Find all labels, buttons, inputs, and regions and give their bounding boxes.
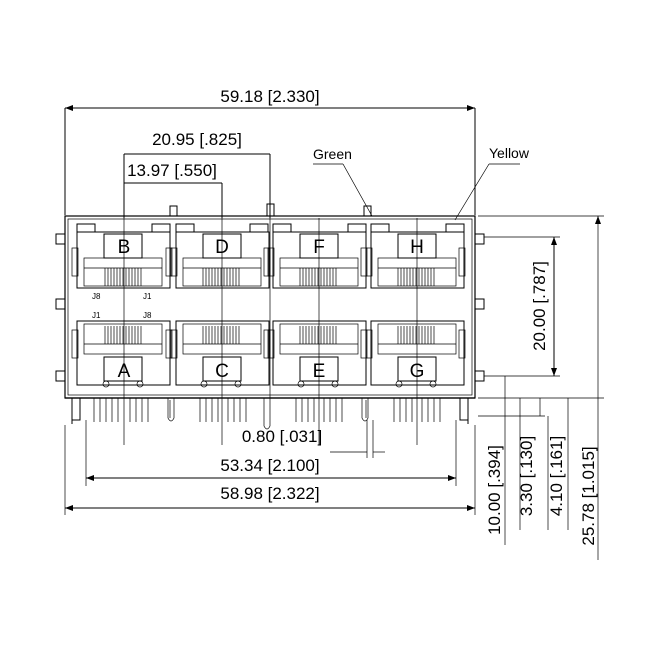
port-g: G bbox=[370, 320, 465, 386]
dim-v1-label: 10.00 [.394] bbox=[485, 445, 504, 535]
yellow-led-callout: Yellow bbox=[454, 145, 530, 221]
top-row-ports: B D F H bbox=[71, 231, 466, 289]
bottom-row-ports: A C E G bbox=[71, 320, 466, 388]
pin-j8-top: J8 bbox=[92, 292, 101, 301]
pin-markers: J8 J1 J1 J8 bbox=[92, 292, 152, 320]
row-height-label: 20.00 [.787] bbox=[530, 261, 549, 351]
port-d: D bbox=[175, 231, 270, 289]
dim-v4-label: 25.78 [1.015] bbox=[579, 446, 598, 545]
port-f: F bbox=[272, 231, 367, 289]
green-led-label: Green bbox=[313, 146, 352, 162]
yellow-led-label: Yellow bbox=[489, 145, 530, 161]
bottom-row-contacts bbox=[104, 326, 435, 344]
pin-span-dimension: 53.34 [2.100] bbox=[85, 420, 457, 486]
port-b: B bbox=[76, 231, 171, 289]
overall-width-dimension: 59.18 [2.330] bbox=[64, 87, 476, 215]
base-width-label: 58.98 [2.322] bbox=[220, 484, 319, 503]
port-a: A bbox=[76, 320, 171, 386]
pcb-pins bbox=[93, 398, 441, 430]
bottom-row-side-latches bbox=[71, 329, 466, 359]
pitch-1-label: 13.97 [.550] bbox=[127, 161, 217, 180]
pin-j1-top: J1 bbox=[143, 292, 152, 301]
base-width-dimension: 58.98 [2.322] bbox=[64, 425, 476, 515]
pin-width-dimension: 0.80 [.031] bbox=[242, 420, 385, 458]
port-e: E bbox=[272, 320, 367, 386]
dim-v2-label: 3.30 [.130] bbox=[517, 436, 536, 516]
green-led-callout: Green bbox=[313, 146, 373, 217]
bottom-led-pegs bbox=[102, 380, 437, 388]
port-centerlines bbox=[123, 218, 418, 445]
pitch-2-label: 20.95 [.825] bbox=[152, 130, 242, 149]
dim-v3-label: 4.10 [.161] bbox=[547, 436, 566, 516]
pitch-2-dimension: 20.95 [.825] bbox=[123, 130, 271, 218]
top-row-contacts bbox=[104, 268, 435, 286]
port-h: H bbox=[370, 231, 465, 289]
overall-width-label: 59.18 [2.330] bbox=[220, 87, 319, 106]
port-c: C bbox=[175, 320, 270, 386]
pitch-1-dimension: 13.97 [.550] bbox=[124, 161, 223, 218]
pin-width-label: 0.80 [.031] bbox=[242, 427, 322, 446]
pin-span-label: 53.34 [2.100] bbox=[220, 456, 319, 475]
right-dimension-lines bbox=[478, 215, 604, 560]
pin-j1-bottom: J1 bbox=[92, 311, 101, 320]
pin-j8-bottom: J8 bbox=[143, 311, 152, 320]
